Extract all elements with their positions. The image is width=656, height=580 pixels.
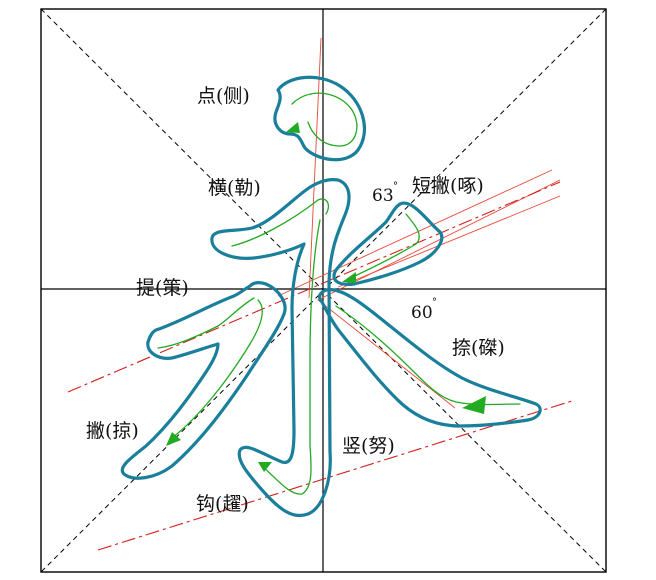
label-duanpie: 短撇(啄)	[412, 175, 484, 197]
path-left-sweep	[171, 299, 263, 439]
angle-60-degree: °	[432, 297, 437, 308]
path-rise	[157, 297, 255, 349]
arrow-hook-icon	[258, 462, 272, 472]
label-ti: 提(策)	[136, 277, 189, 299]
dash-guide-lower	[97, 399, 576, 551]
path-vertical-hook	[261, 219, 321, 495]
path-horizontal	[231, 198, 330, 247]
guide-lines	[67, 37, 576, 551]
angle-63-value: 63	[372, 186, 394, 206]
label-heng: 横(勒)	[208, 177, 261, 199]
guide-63-upper	[277, 169, 553, 297]
outline-dot	[273, 75, 367, 162]
outline-left-strokes	[120, 281, 287, 480]
outline-right-sweep	[318, 288, 542, 428]
guide-vertical-slanted	[308, 37, 322, 299]
dash-guide-upper	[67, 181, 561, 393]
label-pie: 撇(掠)	[86, 420, 139, 442]
arrow-right-sweep-icon	[462, 396, 486, 414]
label-shu: 竖(努)	[342, 435, 395, 457]
path-dot	[291, 92, 358, 147]
label-na: 捺(磔)	[452, 337, 505, 359]
outline-main-stroke	[210, 178, 351, 518]
path-short-sweep	[345, 213, 420, 281]
angle-63-degree: °	[393, 181, 398, 192]
angle-labels: 63 ° 60 °	[372, 181, 437, 323]
arrow-short-sweep-icon	[342, 272, 356, 283]
arrow-left-sweep-icon	[166, 432, 181, 446]
label-gou: 钩(趯)	[196, 493, 249, 515]
label-dian: 点(侧)	[197, 85, 250, 107]
guide-60-angle	[317, 179, 561, 409]
character-outline	[120, 75, 542, 518]
angle-60-value: 60	[411, 303, 433, 323]
stroke-labels: 点(侧) 横(勒) 短撇(啄) 提(策) 捺(磔) 撇(掠) 竖(努) 钩(趯)	[86, 85, 505, 515]
stroke-arrows	[166, 122, 486, 472]
arrow-dot-icon	[286, 122, 300, 133]
outline-short-sweep	[332, 201, 444, 286]
stroke-paths	[157, 92, 521, 495]
path-right-sweep	[335, 305, 521, 406]
